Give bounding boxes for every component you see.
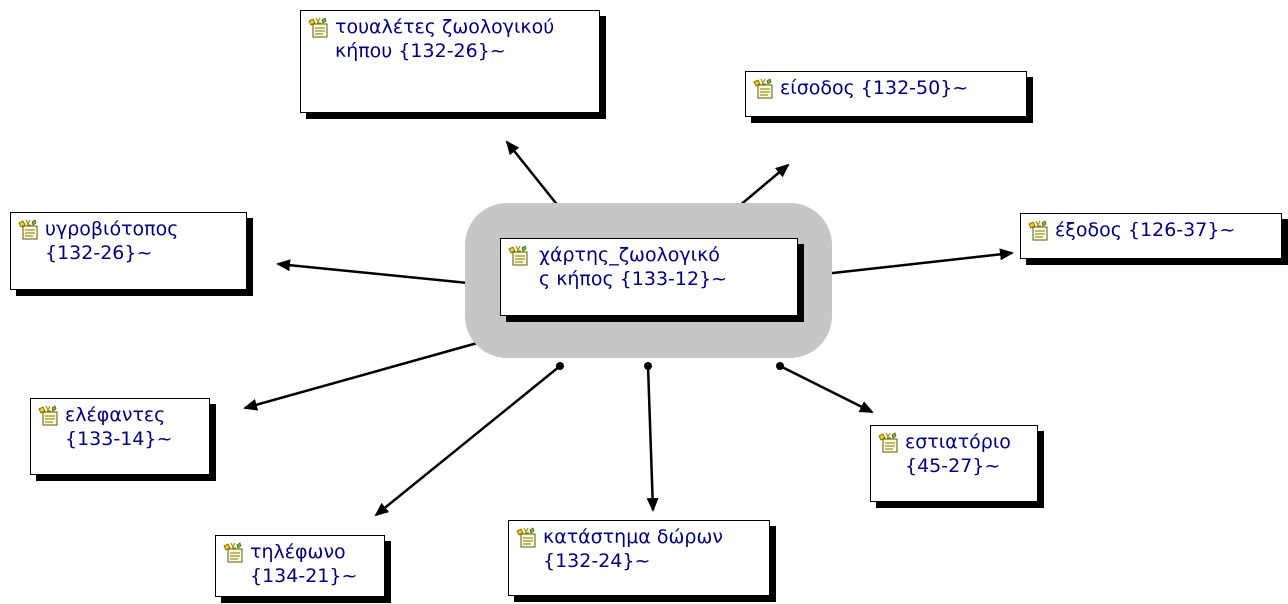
note-sparkle-icon: [515, 527, 537, 549]
note-sparkle-icon: [752, 78, 774, 100]
node-label-entrance: είσοδος {132-50}~: [780, 77, 969, 99]
node-label-giftshop: κατάστημα δώρων {132-24}~: [543, 526, 723, 572]
node-toilets[interactable]: τουαλέτες ζωολογικού κήπου {132-26}~: [300, 10, 600, 113]
edge-center-to-phone: [374, 365, 561, 517]
note-sparkle-icon: [17, 219, 39, 241]
edge-center-to-giftshop: [646, 365, 659, 512]
node-label-phone: τηλέφωνο {134-21}~: [250, 541, 358, 587]
node-label-restaurant: εστιατόριο {45-27}~: [905, 431, 1011, 477]
node-elephants[interactable]: ελέφαντες {133-14}~: [30, 398, 210, 475]
node-giftshop[interactable]: κατάστημα δώρων {132-24}~: [508, 520, 770, 596]
node-label-toilets: τουαλέτες ζωολογικού κήπου {132-26}~: [335, 16, 555, 62]
note-sparkle-icon: [877, 432, 899, 454]
edge-center-to-elephants: [243, 338, 489, 411]
note-sparkle-icon: [307, 17, 329, 39]
node-exit[interactable]: έξοδος {126-37}~: [1020, 213, 1282, 259]
edge-origin-dot-restaurant: [776, 362, 784, 370]
note-sparkle-icon: [37, 405, 59, 427]
node-label-wetland: υγροβιότοπος {132-26}~: [45, 218, 179, 264]
edge-center-to-restaurant: [779, 364, 874, 414]
node-phone[interactable]: τηλέφωνο {134-21}~: [215, 535, 385, 597]
node-label-elephants: ελέφαντες {133-14}~: [65, 404, 173, 450]
edge-origin-dot-giftshop: [644, 362, 652, 370]
edge-origin-dot-phone: [556, 362, 564, 370]
node-wetland[interactable]: υγροβιότοπος {132-26}~: [10, 212, 247, 290]
edge-center-to-wetland: [276, 259, 489, 287]
note-sparkle-icon: [507, 245, 529, 267]
node-restaurant[interactable]: εστιατόριο {45-27}~: [870, 425, 1038, 502]
edge-center-to-exit: [805, 248, 1014, 278]
note-sparkle-icon: [222, 542, 244, 564]
node-label-exit: έξοδος {126-37}~: [1055, 219, 1236, 241]
node-entrance[interactable]: είσοδος {132-50}~: [745, 71, 1027, 117]
note-sparkle-icon: [1027, 220, 1049, 242]
